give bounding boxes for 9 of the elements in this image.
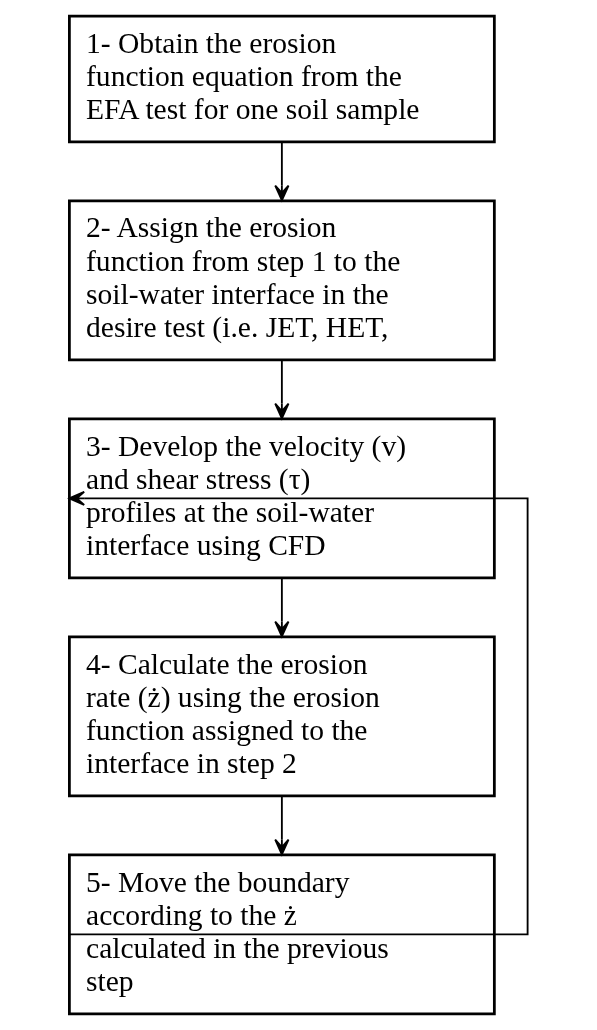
arrow xyxy=(274,795,290,856)
arrow xyxy=(68,490,529,936)
arrow xyxy=(274,359,290,420)
node-box: 5- Move the boundary according to the ż calculated in the previous step xyxy=(68,853,496,1016)
node-box: 4- Calculate the erosion rate (ż) using the erosion function assigned to the interface in step 2 xyxy=(68,635,496,798)
arrow xyxy=(274,577,290,638)
arrow xyxy=(274,141,290,202)
node-box: 1- Obtain the erosion function equation from the EFA test for one soil sample xyxy=(68,14,496,144)
node-box: 2- Assign the erosion function from step 1 to the soil-water interface in the desire test (i.e. JET, HET, xyxy=(68,199,496,362)
